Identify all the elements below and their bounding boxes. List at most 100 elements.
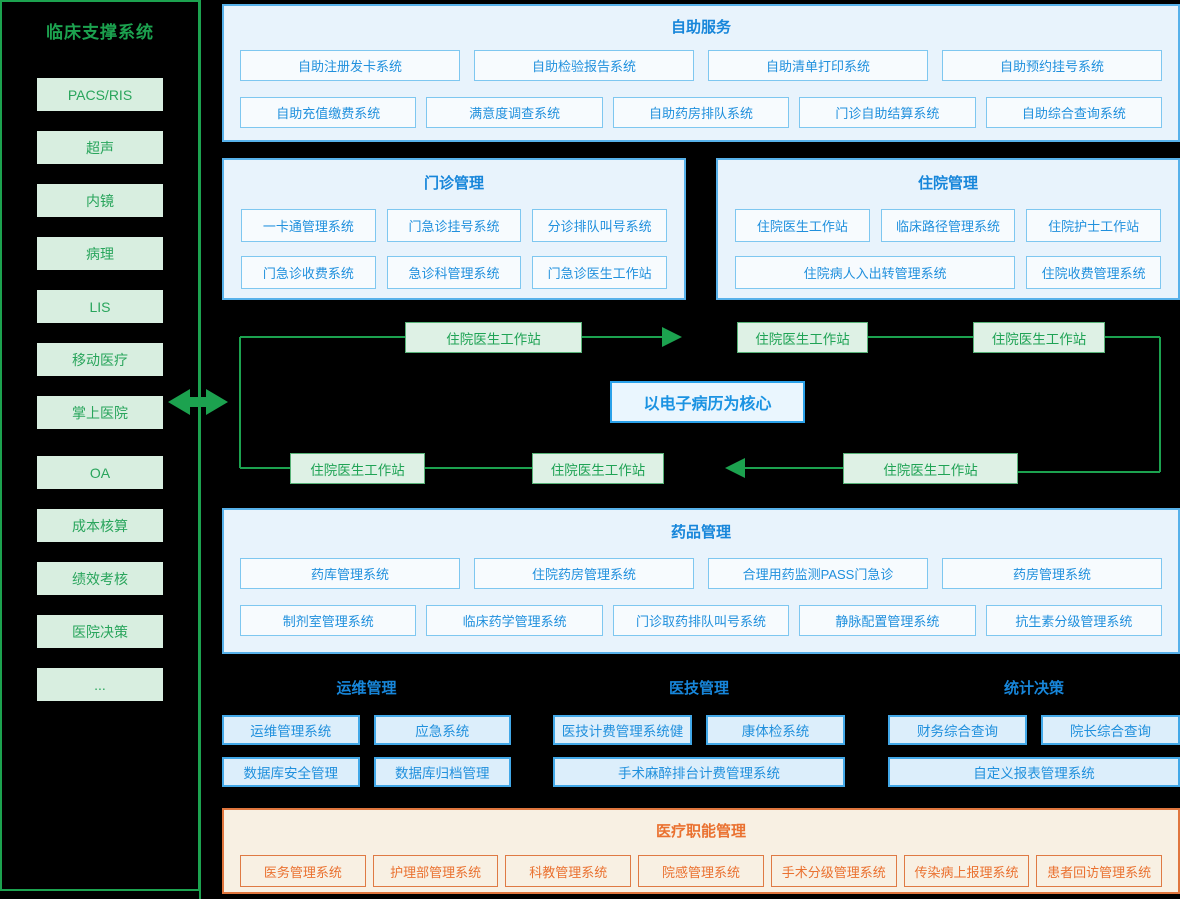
sidebar-item: 移动医疗	[37, 343, 163, 376]
system-box: 财务综合查询	[888, 715, 1027, 745]
column-statistics: 统计决策 财务综合查询 院长综合查询 自定义报表管理系统	[888, 665, 1180, 787]
column-title: 运维管理	[336, 680, 397, 697]
sidebar-item: LIS	[37, 290, 163, 323]
system-box: 抗生素分级管理系统	[985, 605, 1163, 636]
system-box: 合理用药监测PASS门急诊	[708, 558, 928, 589]
system-box: 医务管理系统	[240, 855, 366, 887]
system-box: 自助注册发卡系统	[240, 50, 460, 81]
system-box: 自助检验报告系统	[474, 50, 694, 81]
section-self-service: 自助服务 自助注册发卡系统自助检验报告系统自助清单打印系统自助预约挂号系统 自助…	[222, 4, 1180, 142]
system-box: 手术麻醉排台计费管理系统	[553, 757, 845, 787]
emr-loop: 住院医生工作站 住院医生工作站 住院医生工作站 住院医生工作站 住院医生工作站 …	[0, 300, 1180, 508]
emr-node: 住院医生工作站	[532, 453, 664, 484]
system-box-grid: 财务综合查询 院长综合查询 自定义报表管理系统	[888, 715, 1180, 787]
system-box: 急诊科管理系统	[386, 256, 522, 289]
emr-node: 住院医生工作站	[405, 322, 582, 353]
system-box: 住院药房管理系统	[474, 558, 694, 589]
emr-node: 住院医生工作站	[737, 322, 868, 353]
system-box-row: 制剂室管理系统临床药学管理系统门诊取药排队叫号系统静脉配置管理系统抗生素分级管理…	[240, 605, 1163, 636]
system-box: 住院医生工作站	[735, 209, 870, 242]
system-box: 手术分级管理系统	[770, 855, 897, 887]
sidebar-item: 内镜	[37, 184, 163, 217]
column-medtech: 医技管理 医技计费管理系统健 康体检系统 手术麻醉排台计费管理系统	[553, 665, 845, 787]
system-box: 满意度调查系统	[426, 97, 603, 128]
system-box-row: 住院医生工作站临床路径管理系统住院护士工作站	[735, 209, 1161, 242]
section-outpatient: 门诊管理 一卡通管理系统门急诊挂号系统分诊排队叫号系统 门急诊收费系统急诊科管理…	[222, 158, 686, 300]
system-box: 数据库归档管理	[373, 757, 511, 787]
system-box: 自助药房排队系统	[612, 97, 790, 128]
section-title: 药品管理	[670, 524, 731, 541]
system-box: 运维管理系统	[222, 715, 360, 745]
section-medical-admin: 医疗职能管理 医务管理系统护理部管理系统科教管理系统院感管理系统手术分级管理系统…	[222, 808, 1180, 894]
system-box: 康体检系统	[706, 715, 845, 745]
arrow-left-icon	[725, 458, 745, 478]
sidebar-item: 病理	[37, 237, 163, 270]
section-title: 医疗职能管理	[655, 823, 746, 840]
sidebar-title: 临床支撑系统	[46, 23, 154, 42]
system-box: 门急诊收费系统	[241, 256, 376, 289]
system-box-row: 一卡通管理系统门急诊挂号系统分诊排队叫号系统	[241, 209, 667, 242]
system-box: 数据库安全管理	[222, 757, 360, 787]
system-box: 临床药学管理系统	[426, 605, 603, 636]
emr-node: 住院医生工作站	[290, 453, 425, 484]
system-box-grid: 医技计费管理系统健 康体检系统 手术麻醉排台计费管理系统	[553, 715, 845, 787]
sidebar-item: OA	[37, 456, 163, 489]
system-box: 分诊排队叫号系统	[532, 209, 667, 242]
section-pharmacy: 药品管理 药库管理系统住院药房管理系统合理用药监测PASS门急诊药房管理系统 制…	[222, 508, 1180, 654]
sidebar-item: ...	[37, 668, 163, 701]
sidebar-item: 成本核算	[37, 509, 163, 542]
system-box: 门急诊医生工作站	[532, 256, 667, 289]
system-box-row: 医务管理系统护理部管理系统科教管理系统院感管理系统手术分级管理系统传染病上报理系…	[240, 855, 1163, 887]
system-box: 门急诊挂号系统	[386, 209, 522, 242]
system-box: 应急系统	[373, 715, 511, 745]
system-box-row: 门急诊收费系统急诊科管理系统门急诊医生工作站	[241, 256, 667, 289]
emr-node: 住院医生工作站	[843, 453, 1018, 484]
system-box: 门诊取药排队叫号系统	[612, 605, 790, 636]
system-box-grid: 运维管理系统 应急系统 数据库安全管理 数据库归档管理	[222, 715, 511, 787]
system-box: 住院收费管理系统	[1026, 256, 1161, 289]
emr-node: 住院医生工作站	[973, 322, 1105, 353]
system-box: 住院护士工作站	[1026, 209, 1161, 242]
column-title: 医技管理	[668, 680, 729, 697]
system-box: 传染病上报理系统	[903, 855, 1030, 887]
column-operations: 运维管理 运维管理系统 应急系统 数据库安全管理 数据库归档管理	[222, 665, 511, 787]
sidebar-item: 掌上医院	[37, 396, 163, 429]
system-box: 制剂室管理系统	[240, 605, 417, 636]
system-box: 护理部管理系统	[372, 855, 499, 887]
sidebar-item: 医院决策	[37, 615, 163, 648]
system-box-row: 自助注册发卡系统自助检验报告系统自助清单打印系统自助预约挂号系统	[240, 50, 1162, 81]
system-box-row: 药库管理系统住院药房管理系统合理用药监测PASS门急诊药房管理系统	[240, 558, 1162, 589]
section-inpatient: 住院管理 住院医生工作站临床路径管理系统住院护士工作站 住院病人入出转管理系统 …	[716, 158, 1180, 300]
arrow-right-icon	[662, 327, 682, 347]
emr-loop-connectors	[168, 327, 1161, 478]
system-box: 科教管理系统	[505, 855, 632, 887]
sidebar-item: 超声	[37, 131, 163, 164]
system-box: 自定义报表管理系统	[888, 757, 1180, 787]
system-box: 药房管理系统	[942, 558, 1162, 589]
section-title: 自助服务	[670, 19, 731, 36]
double-arrow-icon	[168, 389, 228, 415]
section-title: 门诊管理	[423, 175, 484, 192]
system-box: 住院病人入出转管理系统	[735, 256, 1016, 289]
system-box: 患者回访管理系统	[1036, 855, 1163, 887]
system-box: 自助充值缴费系统	[240, 97, 417, 128]
system-box: 院感管理系统	[638, 855, 764, 887]
system-box: 自助预约挂号系统	[942, 50, 1162, 81]
system-box-row: 住院病人入出转管理系统 住院收费管理系统	[735, 256, 1161, 289]
system-box: 自助综合查询系统	[985, 97, 1163, 128]
system-box: 静脉配置管理系统	[799, 605, 976, 636]
section-title: 住院管理	[917, 175, 978, 192]
system-box: 药库管理系统	[240, 558, 460, 589]
system-box: 院长综合查询	[1041, 715, 1180, 745]
system-box: 一卡通管理系统	[241, 209, 376, 242]
sidebar-item: PACS/RIS	[37, 78, 163, 111]
system-box-row: 自助充值缴费系统满意度调查系统自助药房排队系统门诊自助结算系统自助综合查询系统	[240, 97, 1163, 128]
sidebar-divider-line	[199, 0, 201, 899]
system-box: 自助清单打印系统	[708, 50, 928, 81]
column-title: 统计决策	[1003, 680, 1064, 697]
system-box: 医技计费管理系统健	[553, 715, 692, 745]
system-box: 门诊自助结算系统	[799, 97, 976, 128]
